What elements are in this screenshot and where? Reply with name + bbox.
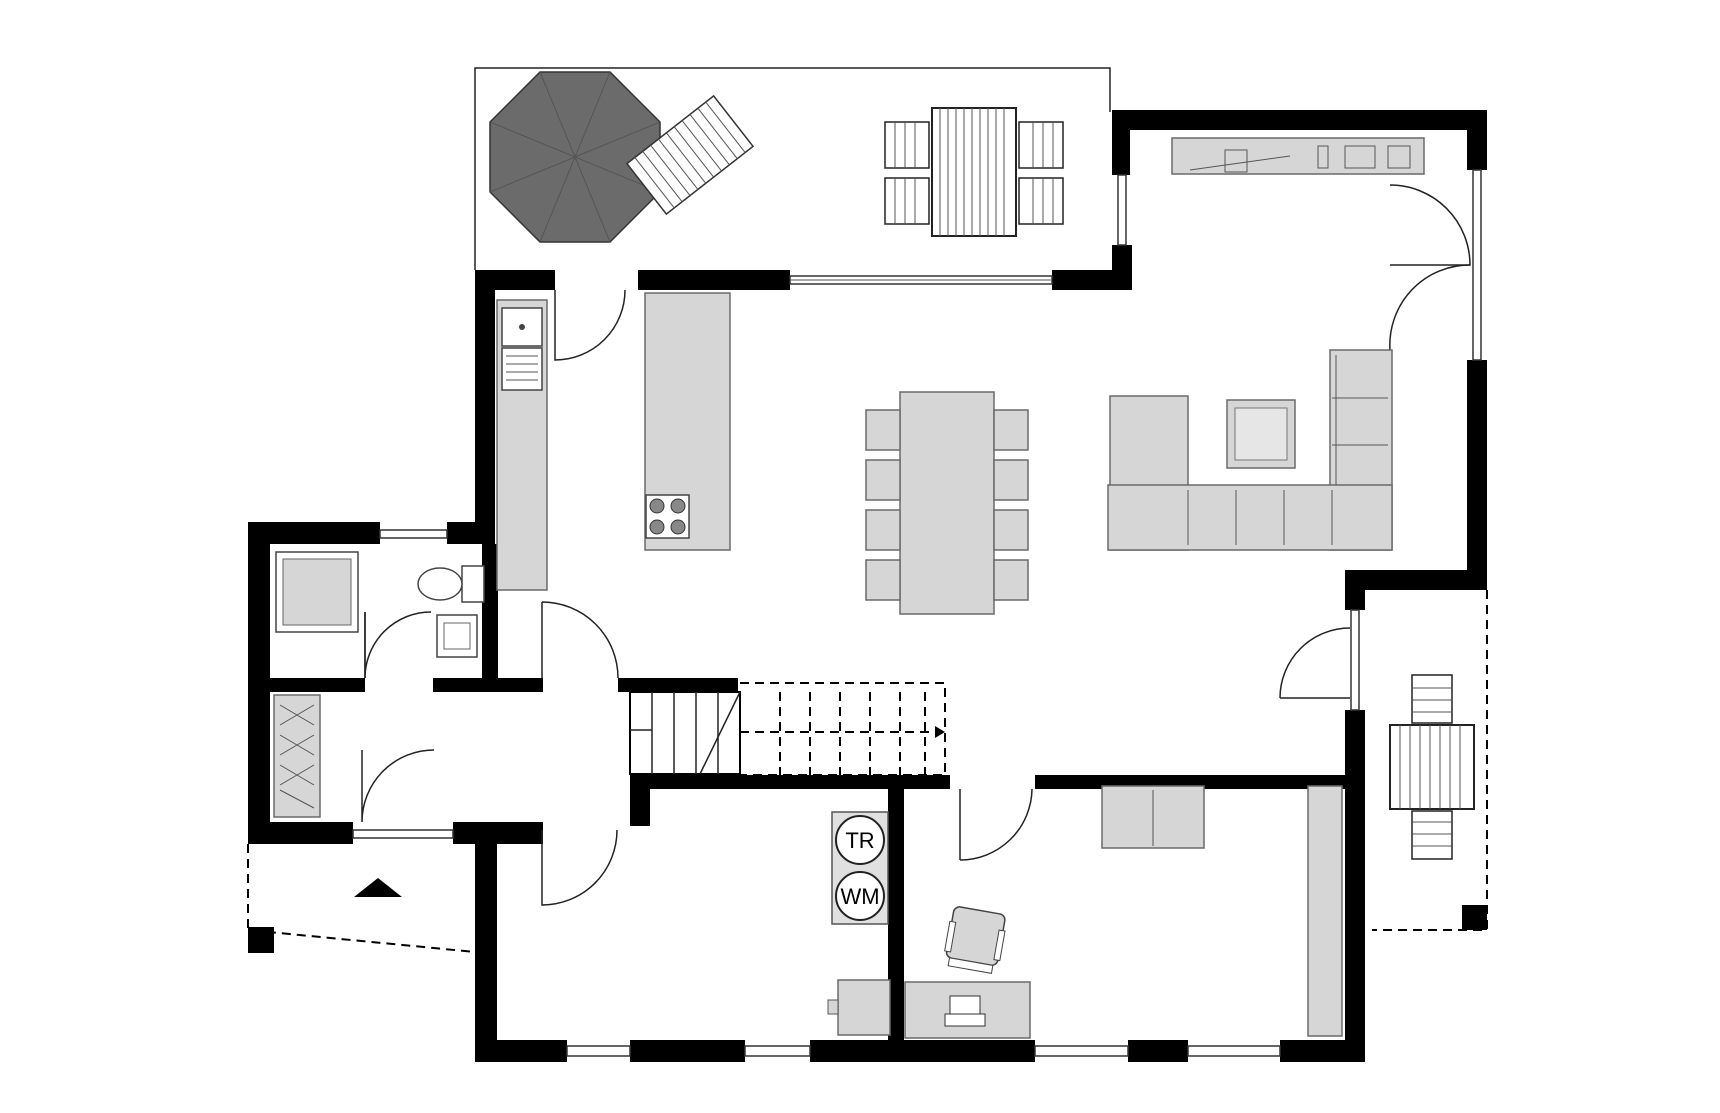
wardrobe: [273, 694, 321, 818]
sideboard: [1171, 137, 1425, 175]
interior-walls: [270, 544, 1365, 1045]
dining-table: [865, 391, 1029, 615]
hob-icon: [645, 494, 690, 539]
entrance-canopy: [247, 844, 476, 953]
bathroom: [275, 551, 485, 658]
exterior-walls: [248, 110, 1487, 1062]
stairs: [629, 682, 946, 776]
washing-machine: WM: [835, 871, 885, 921]
doors: [361, 184, 1471, 906]
entrance-arrow-icon: [354, 878, 402, 897]
kitchen: [496, 292, 731, 591]
terrace-right: [1372, 590, 1488, 931]
dryer-label: TR: [845, 828, 874, 853]
sun-lounger: [625, 94, 755, 216]
sink-icon: [501, 307, 543, 391]
terrace-top: [474, 67, 1111, 270]
patio-table-right: [1389, 674, 1475, 860]
windows: [352, 169, 1482, 1057]
washer-label: WM: [840, 884, 879, 909]
laptop-icon: [944, 995, 986, 1027]
living-area: [1107, 137, 1425, 551]
bath-sink: [436, 614, 478, 658]
corner-sofa: [1107, 349, 1393, 551]
toilet-icon: [417, 565, 485, 603]
parasol-icon: [489, 71, 661, 243]
boiler: [827, 979, 891, 1036]
shower-icon: [275, 551, 359, 633]
utility-room: TR WM: [827, 811, 891, 1036]
office: [904, 785, 1343, 1039]
office-shelf: [1307, 785, 1343, 1037]
office-chair: [944, 906, 1006, 974]
dryer: TR: [835, 815, 885, 865]
patio-table: [884, 107, 1064, 237]
